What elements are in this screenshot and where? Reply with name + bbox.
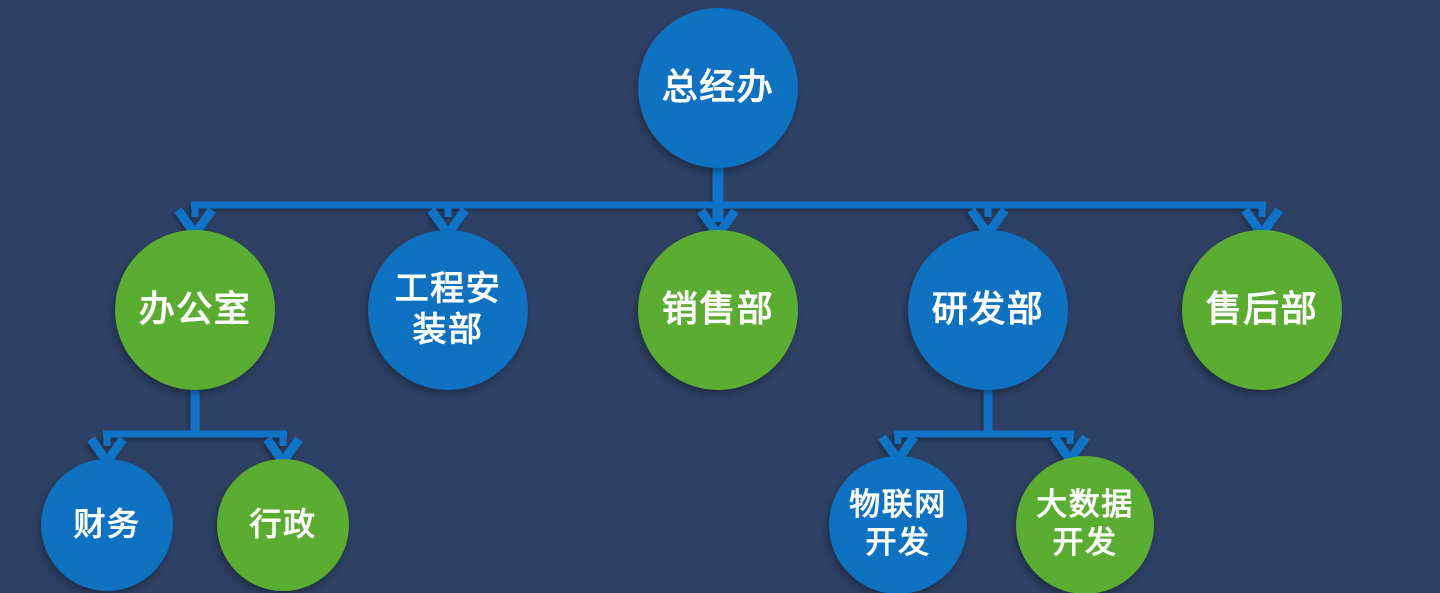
node-admin: 行政	[217, 459, 349, 591]
node-after-sales-label: 售后部	[1205, 289, 1319, 331]
node-engineering-installation: 工程安 装部	[368, 230, 528, 390]
node-general-office: 总经办	[638, 8, 798, 168]
node-office: 办公室	[115, 230, 275, 390]
node-iot-dev: 物联网 开发	[829, 456, 967, 593]
node-engineering-installation-label: 工程安 装部	[394, 268, 502, 350]
node-sales: 销售部	[638, 230, 798, 390]
node-bigdata-dev: 大数据 开发	[1016, 456, 1154, 593]
node-finance-label: 财务	[73, 505, 141, 544]
node-bigdata-dev-label: 大数据 开发	[1036, 487, 1134, 561]
node-after-sales: 售后部	[1182, 230, 1342, 390]
node-general-office-label: 总经办	[661, 67, 775, 109]
node-admin-label: 行政	[249, 505, 317, 544]
node-finance: 财务	[41, 459, 173, 591]
node-rnd-label: 研发部	[931, 289, 1045, 331]
connector-group	[87, 164, 1283, 470]
node-iot-dev-label: 物联网 开发	[849, 487, 947, 561]
node-office-label: 办公室	[138, 289, 252, 331]
node-sales-label: 销售部	[661, 289, 775, 331]
node-rnd: 研发部	[908, 230, 1068, 390]
